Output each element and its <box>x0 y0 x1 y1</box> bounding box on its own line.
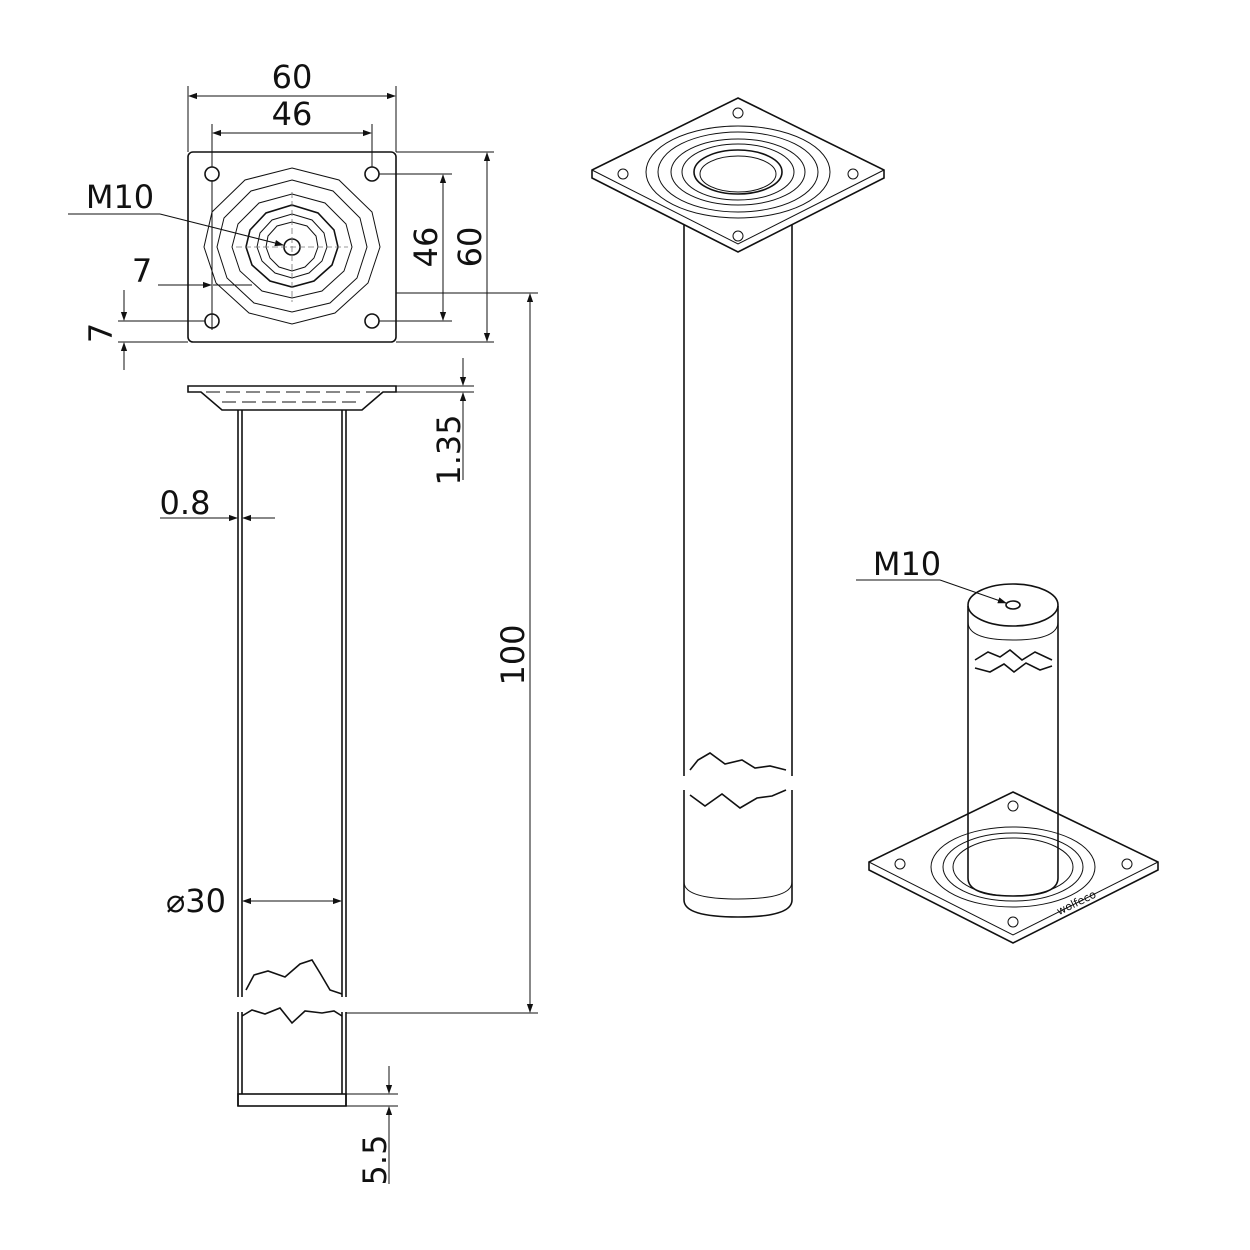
dimension-end-cap: 5.5 <box>346 1066 398 1185</box>
leader-thread-iso: M10 <box>856 545 1007 604</box>
mounting-hole <box>204 166 220 182</box>
top-view-plate <box>187 151 397 343</box>
leader-thread-top: M10 <box>68 178 284 247</box>
mounting-hole <box>364 313 380 329</box>
svg-text:M10: M10 <box>873 545 941 583</box>
dimension-plate-width: 60 <box>187 58 397 152</box>
svg-text:7: 7 <box>132 252 152 290</box>
mounting-hole <box>364 166 380 182</box>
svg-text:5.5: 5.5 <box>356 1135 394 1186</box>
dimension-hole-spacing-y: 46 <box>379 173 452 322</box>
dimension-tube-length: 100 <box>346 292 538 1014</box>
side-view-leg <box>187 385 397 1107</box>
dimension-tube-diameter: ⌀30 <box>166 882 342 920</box>
dimension-wall-thickness: 0.8 <box>160 484 275 522</box>
dimension-hole-spacing-x: 46 <box>211 95 373 167</box>
svg-text:M10: M10 <box>86 178 154 216</box>
svg-text:1.35: 1.35 <box>430 414 468 485</box>
svg-text:60: 60 <box>272 58 313 96</box>
dimension-hole-offset-y: 7 <box>82 290 205 370</box>
svg-text:46: 46 <box>272 95 313 133</box>
svg-text:100: 100 <box>494 624 532 685</box>
isometric-view-bottom: wolfeco <box>868 583 1159 944</box>
svg-text:46: 46 <box>407 227 445 268</box>
isometric-view-top <box>591 97 885 918</box>
svg-text:60: 60 <box>451 227 489 268</box>
svg-text:⌀30: ⌀30 <box>166 882 226 920</box>
svg-text:7: 7 <box>82 323 120 343</box>
dimension-hole-offset-x: 7 <box>132 180 252 330</box>
dimension-plate-height: 60 <box>396 151 494 343</box>
svg-text:0.8: 0.8 <box>160 484 211 522</box>
dimension-plate-thickness: 1.35 <box>396 358 474 486</box>
